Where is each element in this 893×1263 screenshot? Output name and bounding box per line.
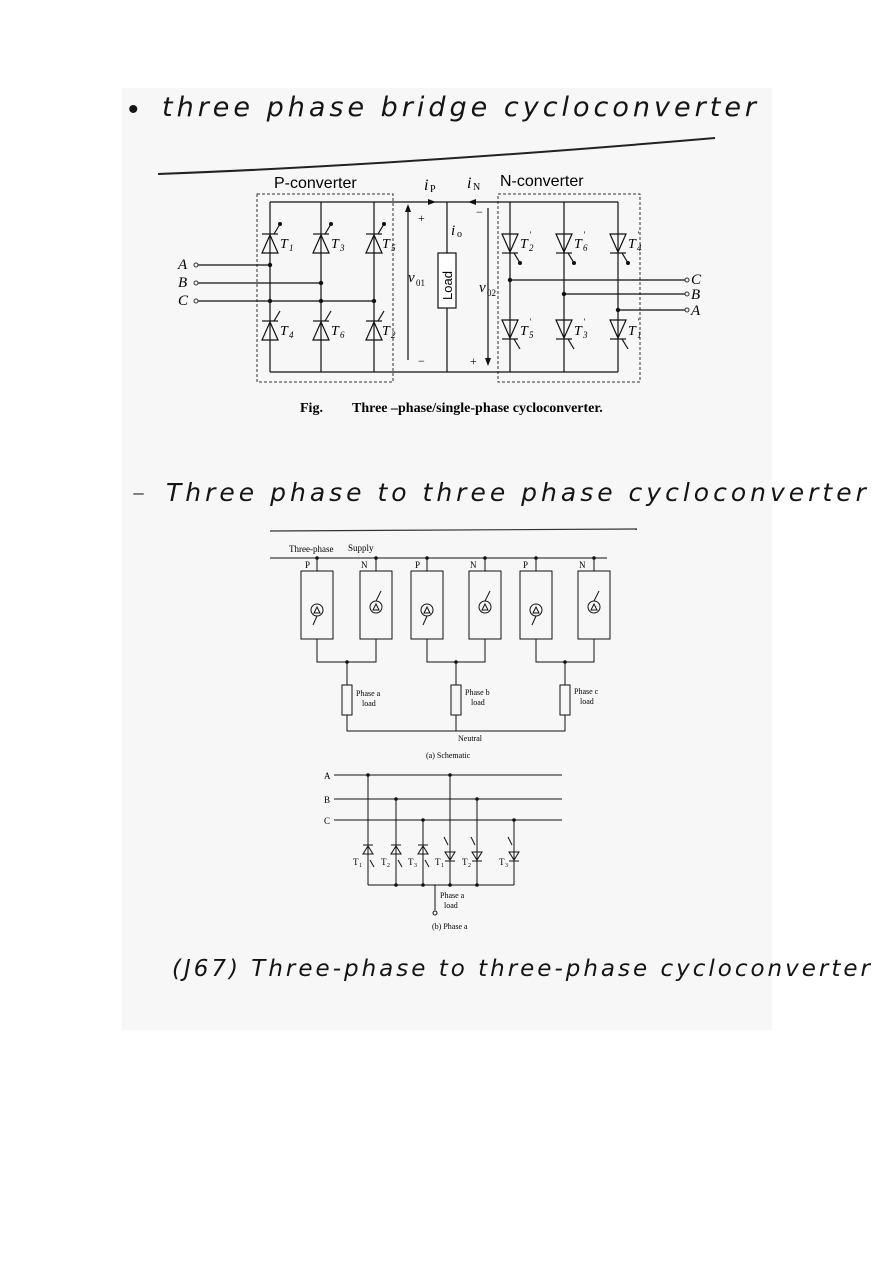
output-c: C xyxy=(691,272,702,288)
thyristor-sub-2: 2 xyxy=(387,863,390,869)
phase-c-load-l1: Phase c xyxy=(574,687,599,696)
pn-label-4: N xyxy=(470,560,477,570)
p-converter-label: P-converter xyxy=(274,175,357,192)
prime-2: ' xyxy=(583,230,586,240)
ip-label: i xyxy=(424,177,428,194)
pn-label-6: N xyxy=(579,560,586,570)
vo1-sub: 01 xyxy=(416,278,425,288)
thyristor-t4: T xyxy=(280,324,289,339)
input-c: C xyxy=(178,293,189,309)
thyristor-t6-prime: T xyxy=(574,237,583,252)
supply-label-a: Three-phase xyxy=(289,544,333,554)
io-sub: o xyxy=(457,229,462,240)
thyristor-t1-prime-sub: 1 xyxy=(637,330,642,340)
line-b: B xyxy=(324,795,330,805)
thyristor-sub-3: 3 xyxy=(414,863,417,869)
phase-a-caption: (b) Phase a xyxy=(432,922,468,931)
prime-1: ' xyxy=(529,230,532,240)
vo1-label: v xyxy=(408,270,415,286)
figure1-caption-text: Three –phase/single-phase cycloconverter… xyxy=(352,401,603,416)
thyristor-t6-sub: 6 xyxy=(340,330,345,340)
pn-label-3: P xyxy=(415,560,420,570)
vo2-label: v xyxy=(479,280,486,296)
load-label: Load xyxy=(440,271,455,300)
thyristor-t4-prime: T xyxy=(628,237,637,252)
thyristor-t2-prime: T xyxy=(520,237,529,252)
figure-schematic: Three-phase Supply P N P N P N Phase a l… xyxy=(269,528,638,760)
thyristor-t6: T xyxy=(331,324,340,339)
in-sub: N xyxy=(473,182,480,193)
heading-three-phase-bridge: three phase bridge cycloconverter xyxy=(162,92,761,123)
thyristor-t3-sub: 3 xyxy=(339,243,345,253)
input-a: A xyxy=(177,257,188,273)
thyristor-label-5: T xyxy=(462,857,468,867)
figure1-caption-fig: Fig. xyxy=(300,401,323,416)
prime-6: ' xyxy=(637,317,640,327)
prime-3: ' xyxy=(637,230,640,240)
schematic-caption: (a) Schematic xyxy=(426,751,471,760)
thyristor-t3-prime-sub: 3 xyxy=(582,330,588,340)
output-a: A xyxy=(690,303,701,319)
vo2-sub: 02 xyxy=(487,288,496,298)
thyristor-label-3: T xyxy=(408,857,414,867)
supply-label-b: Supply xyxy=(348,543,374,553)
thyristor-t4-prime-sub: 4 xyxy=(637,243,642,253)
prime-4: ' xyxy=(529,317,532,327)
figure-phase-a: A B C T 1 T 2 T 3 T 1 T 2 T 3 Phase a lo… xyxy=(324,771,562,931)
thyristor-t4-sub: 4 xyxy=(289,330,294,340)
io-label: i xyxy=(451,223,455,239)
thyristor-label-1: T xyxy=(353,857,359,867)
thyristor-t2: T xyxy=(382,324,391,339)
line-c: C xyxy=(324,816,330,826)
thyristor-label-4: T xyxy=(435,857,441,867)
pn-label-2: N xyxy=(361,560,368,570)
phase-a-load-l1: Phase a xyxy=(356,689,381,698)
plus-top: + xyxy=(418,211,425,225)
phase-b-load-l1: Phase b xyxy=(465,688,490,697)
phase-c-load-l2: load xyxy=(580,697,594,706)
thyristor-sub-5: 2 xyxy=(468,863,471,869)
thyristor-t2-sub: 2 xyxy=(391,330,396,340)
thyristor-t3: T xyxy=(331,237,340,252)
output-b: B xyxy=(691,287,700,303)
dash: – xyxy=(132,478,149,508)
neutral-label: Neutral xyxy=(458,734,483,743)
thyristor-t5-sub: 5 xyxy=(391,243,396,253)
thyristor-sub-6: 3 xyxy=(505,863,508,869)
thyristor-t5-prime: T xyxy=(520,324,529,339)
thyristor-t1: T xyxy=(280,237,289,252)
minus-top: − xyxy=(476,205,483,219)
input-b: B xyxy=(178,275,187,291)
phase-b-load-l2: load xyxy=(471,698,485,707)
prime-5: ' xyxy=(583,317,586,327)
phase-a-load-label-l2: load xyxy=(444,901,458,910)
thyristor-sub-4: 1 xyxy=(441,863,444,869)
in-label: i xyxy=(467,175,471,192)
thyristor-t6-prime-sub: 6 xyxy=(583,243,588,253)
thyristor-t1-sub: 1 xyxy=(289,243,294,253)
plus-bottom: + xyxy=(470,354,477,368)
thyristor-t1-prime: T xyxy=(628,324,637,339)
ip-sub: P xyxy=(430,184,436,195)
thyristor-label-6: T xyxy=(499,857,505,867)
pn-label-5: P xyxy=(523,560,528,570)
thyristor-t2-prime-sub: 2 xyxy=(529,243,534,253)
thyristor-label-2: T xyxy=(381,857,387,867)
phase-a-load-l2: load xyxy=(362,699,376,708)
footer-caption: (J67) Three-phase to three-phase cycloco… xyxy=(172,956,873,982)
thyristor-t5-prime-sub: 5 xyxy=(529,330,534,340)
pn-label-1: P xyxy=(305,560,310,570)
heading-three-to-three-phase: Three phase to three phase cycloconverte… xyxy=(166,478,870,507)
phase-a-load-label-l1: Phase a xyxy=(440,891,465,900)
thyristor-t3-prime: T xyxy=(574,324,583,339)
line-a: A xyxy=(324,771,331,781)
bullet: • xyxy=(128,92,143,127)
thyristor-sub-1: 1 xyxy=(359,863,362,869)
minus-bottom: − xyxy=(418,354,425,368)
thyristor-t5: T xyxy=(382,237,391,252)
n-converter-label: N-converter xyxy=(500,173,584,190)
figure-three-phase-single-phase: P-converter N-converter i P i N i o v 01… xyxy=(157,137,716,416)
